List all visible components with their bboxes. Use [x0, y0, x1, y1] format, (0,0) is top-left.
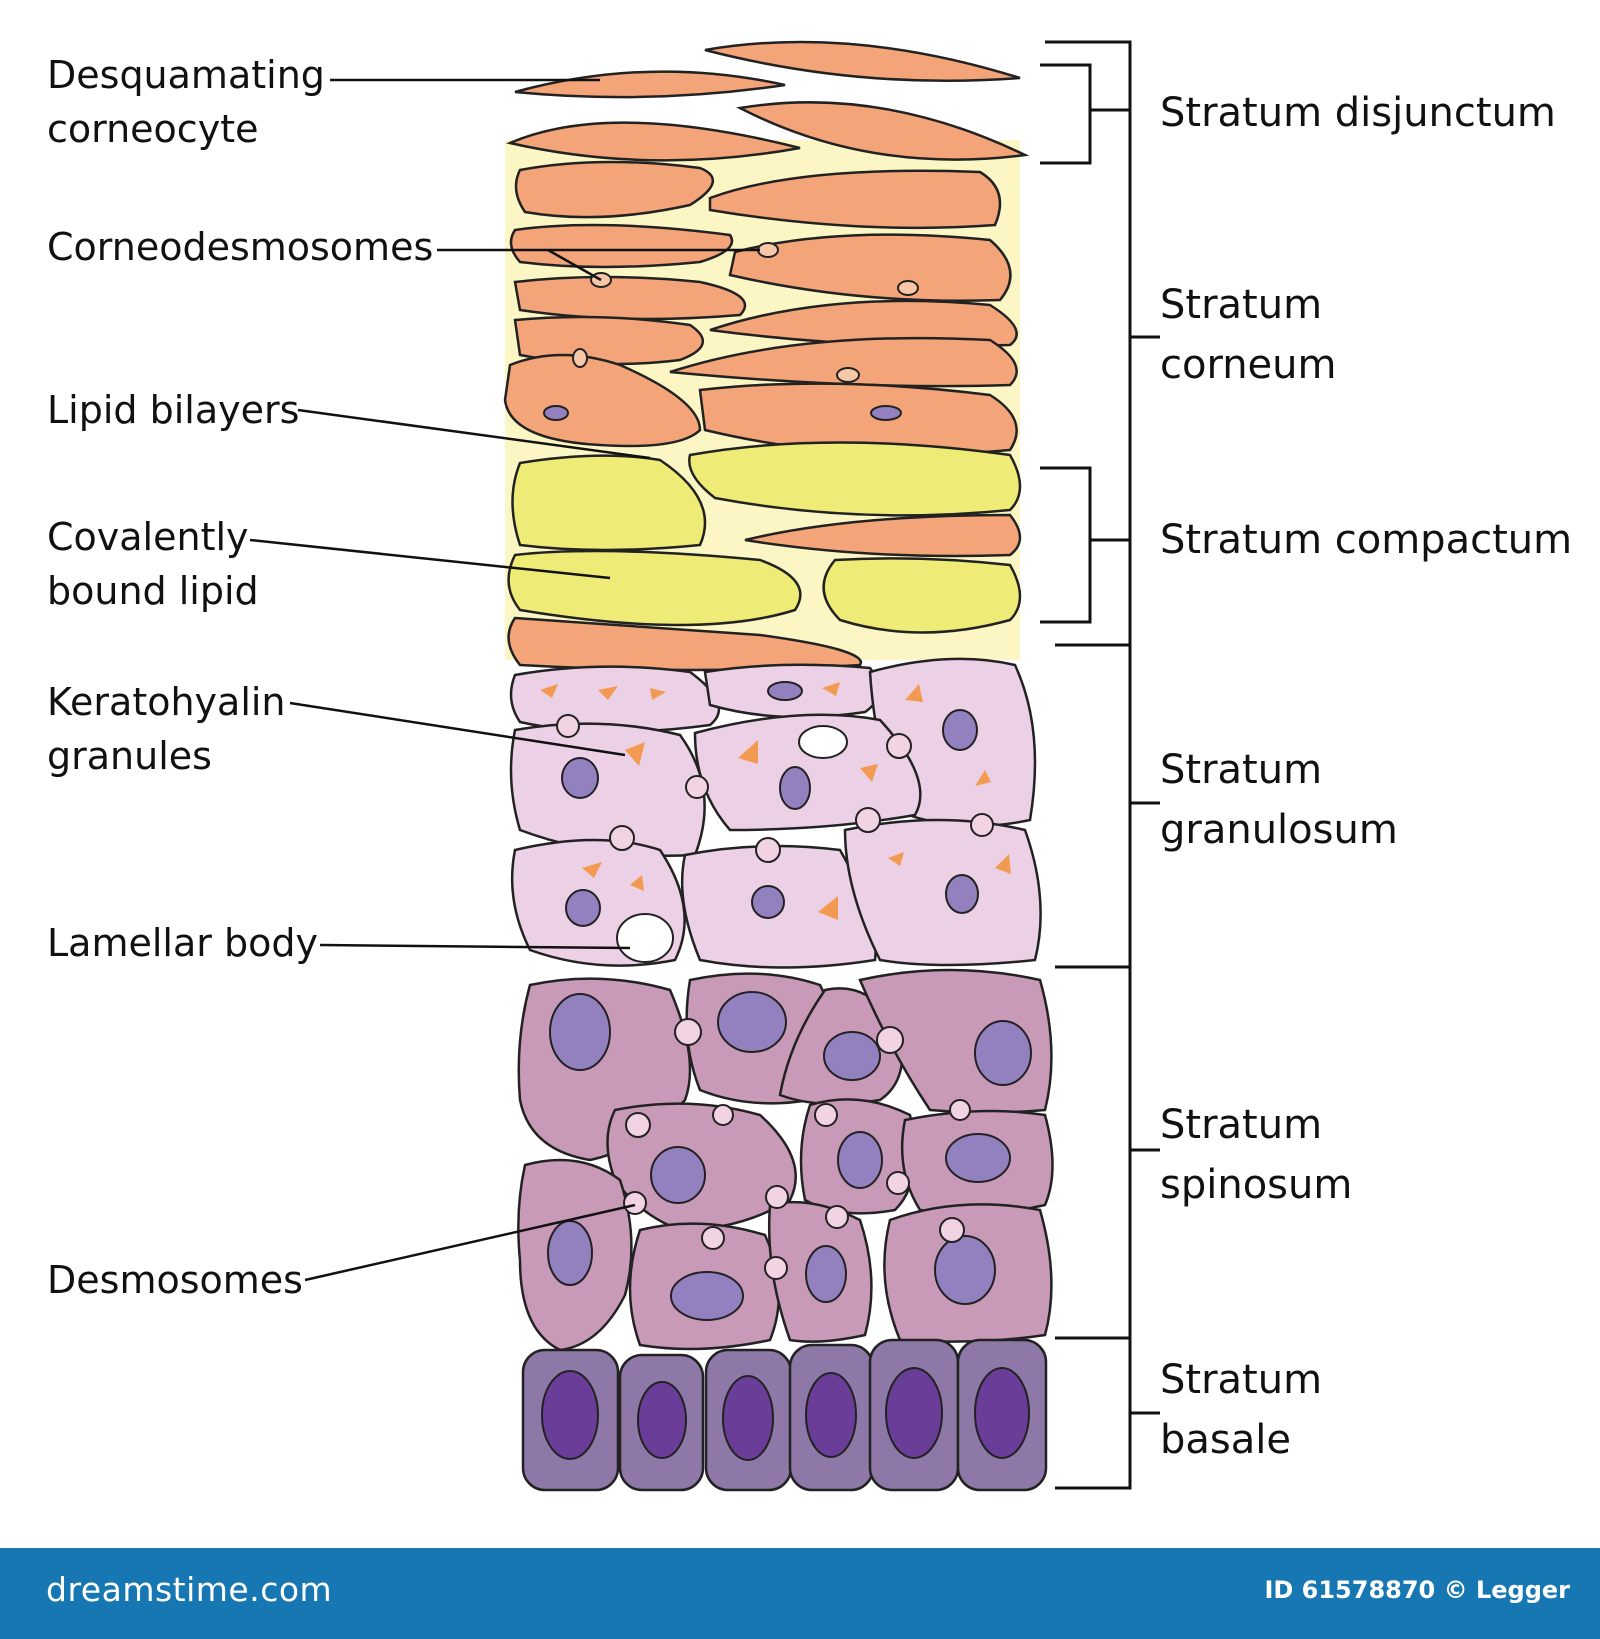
- label-desquamating-corneocyte: Desquamating corneocyte: [47, 53, 325, 151]
- label-keratohyalin-granules: Keratohyalin granules: [47, 680, 286, 778]
- label-lipid-bilayers: Lipid bilayers: [47, 388, 300, 432]
- desmosome-dots: [556, 714, 994, 1280]
- lamellar-body-marks: [616, 725, 848, 963]
- keratohyalin-granule-marks: [540, 682, 1011, 920]
- image-id-credit: ID 61578870 © Legger: [1264, 1576, 1570, 1604]
- label-stratum-disjunctum: Stratum disjunctum: [1160, 90, 1556, 136]
- epidermis-diagram: [249, 40, 1160, 1492]
- label-stratum-compactum: Stratum compactum: [1160, 517, 1573, 563]
- granulosum-nuclei: [561, 681, 979, 927]
- basale-nuclei: [541, 1367, 1030, 1461]
- label-stratum-spinosum: Stratum spinosum: [1160, 1102, 1353, 1208]
- label-stratum-granulosum: Stratum granulosum: [1160, 747, 1398, 853]
- granulosum-cells: [509, 657, 1042, 969]
- brand-watermark[interactable]: dreamstime.com: [46, 1570, 333, 1609]
- brackets: [1040, 40, 1160, 1490]
- bracket-compactum: [1040, 466, 1092, 624]
- label-desmosomes: Desmosomes: [47, 1258, 303, 1302]
- bracket-granulosum: [1055, 643, 1132, 969]
- label-corneodesmosomes: Corneodesmosomes: [47, 225, 434, 269]
- label-stratum-basale: Stratum basale: [1160, 1357, 1323, 1463]
- desquamating-corneocytes: [505, 40, 1030, 162]
- bracket-disjunctum: [1040, 63, 1092, 165]
- bracket-basale: [1055, 1336, 1132, 1490]
- leader-lines: [249, 78, 760, 1282]
- basale-cells: [521, 1338, 1048, 1492]
- bracket-spinosum: [1055, 965, 1132, 1340]
- bracket-corneum: [1045, 40, 1132, 647]
- label-stratum-corneum: Stratum corneum: [1160, 282, 1337, 388]
- compactum-lipid-cells: [507, 441, 1022, 672]
- label-covalently-bound-lipid: Covalently bound lipid: [47, 515, 259, 613]
- footer-bar: dreamstime.com ID 61578870 © Legger: [0, 1548, 1600, 1639]
- label-lamellar-body: Lamellar body: [47, 921, 318, 965]
